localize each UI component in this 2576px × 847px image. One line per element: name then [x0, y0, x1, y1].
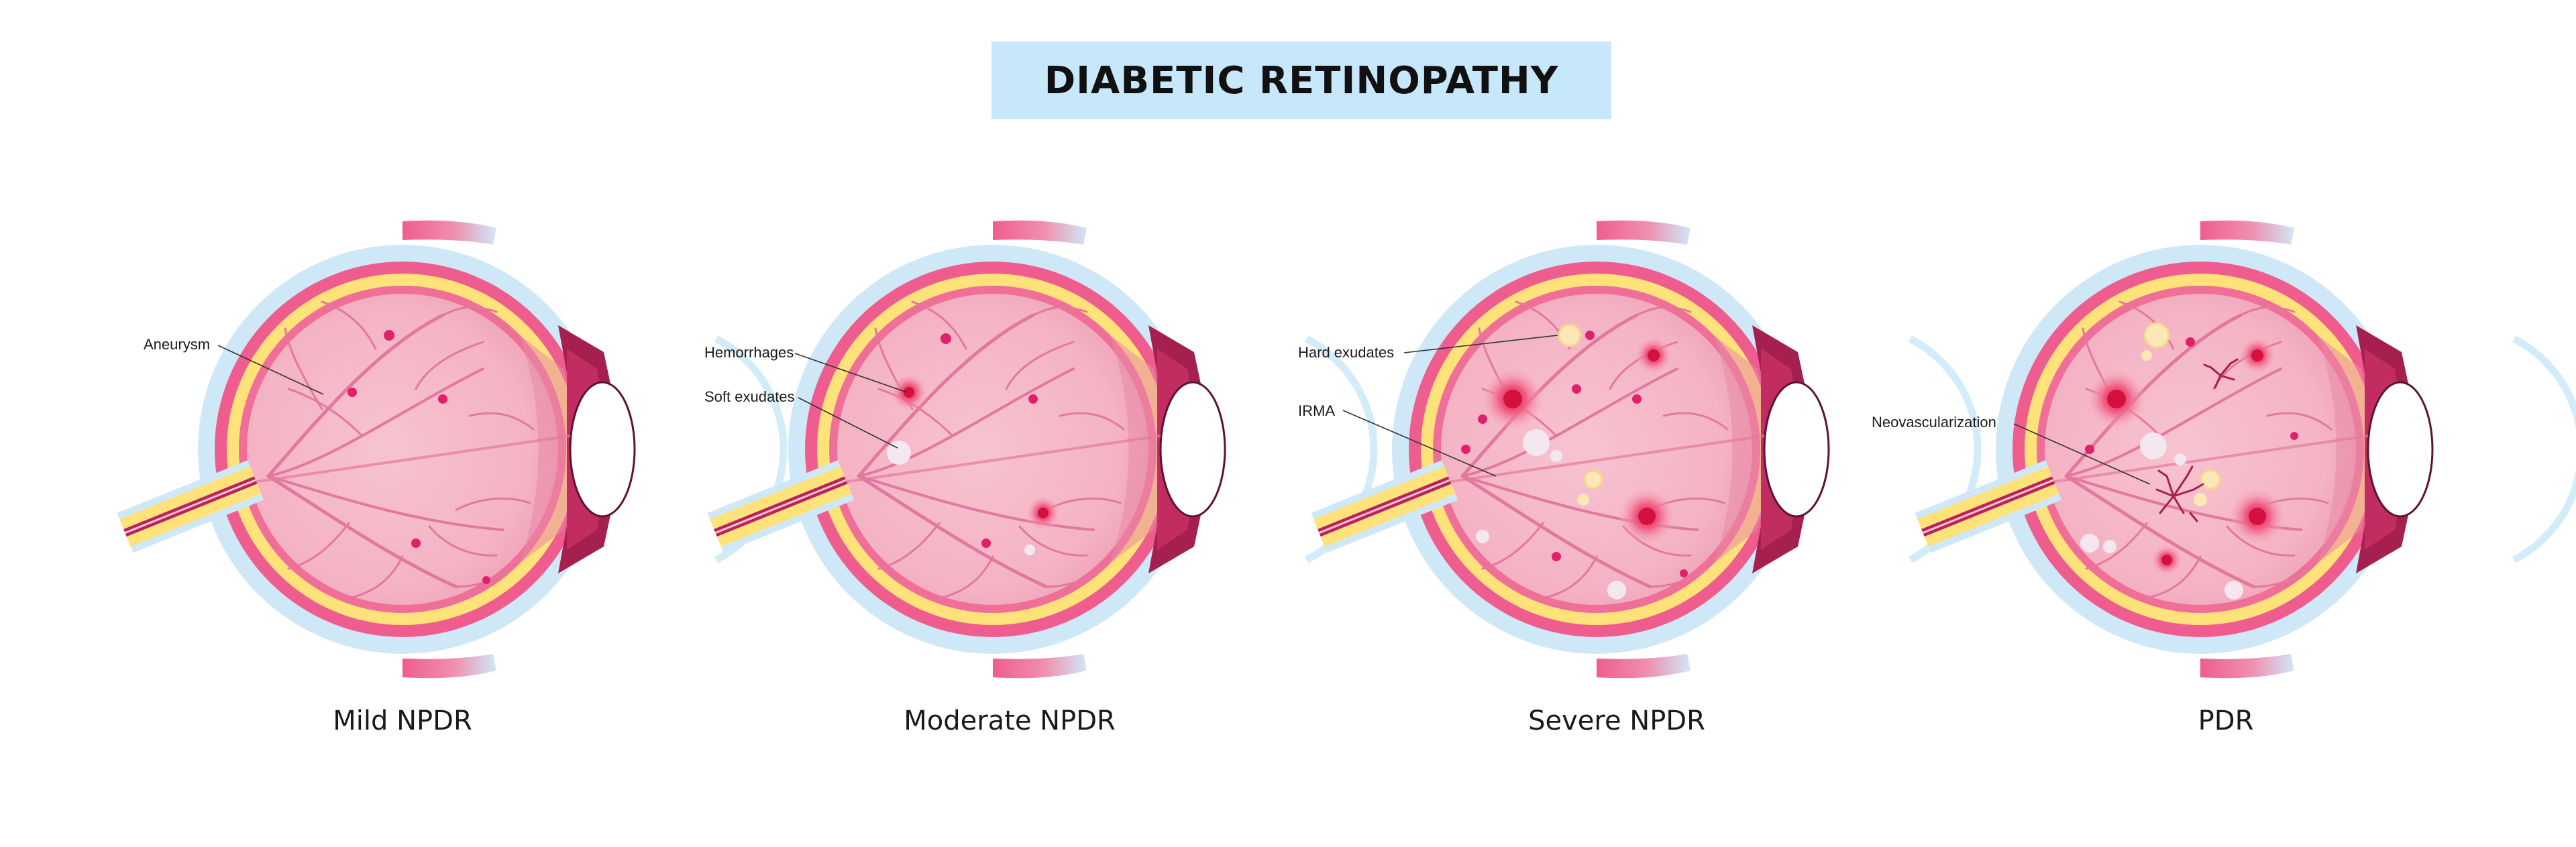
eye-mild-npdr — [117, 221, 780, 679]
annotation-label: Soft exudates — [704, 388, 795, 405]
stage-label-pdr: PDR — [2198, 705, 2254, 736]
eye-moderate-npdr — [707, 221, 1370, 679]
annotation-label: Aneurysm — [144, 336, 210, 353]
annotation-label: Hard exudates — [1298, 344, 1394, 361]
stage-labels: Mild NPDR Moderate NPDR Severe NPDR PDR — [333, 705, 2253, 736]
stage-label-severe: Severe NPDR — [1528, 705, 1705, 736]
eye-severe-npdr — [1311, 221, 1974, 679]
stage-label-mild: Mild NPDR — [333, 705, 472, 736]
annotation-label: Neovascularization — [1872, 414, 1996, 431]
annotation-label: IRMA — [1298, 402, 1335, 419]
eye-pdr — [1915, 221, 2576, 679]
stage-label-moderate: Moderate NPDR — [904, 705, 1116, 736]
annotation-label: Hemorrhages — [704, 344, 794, 361]
